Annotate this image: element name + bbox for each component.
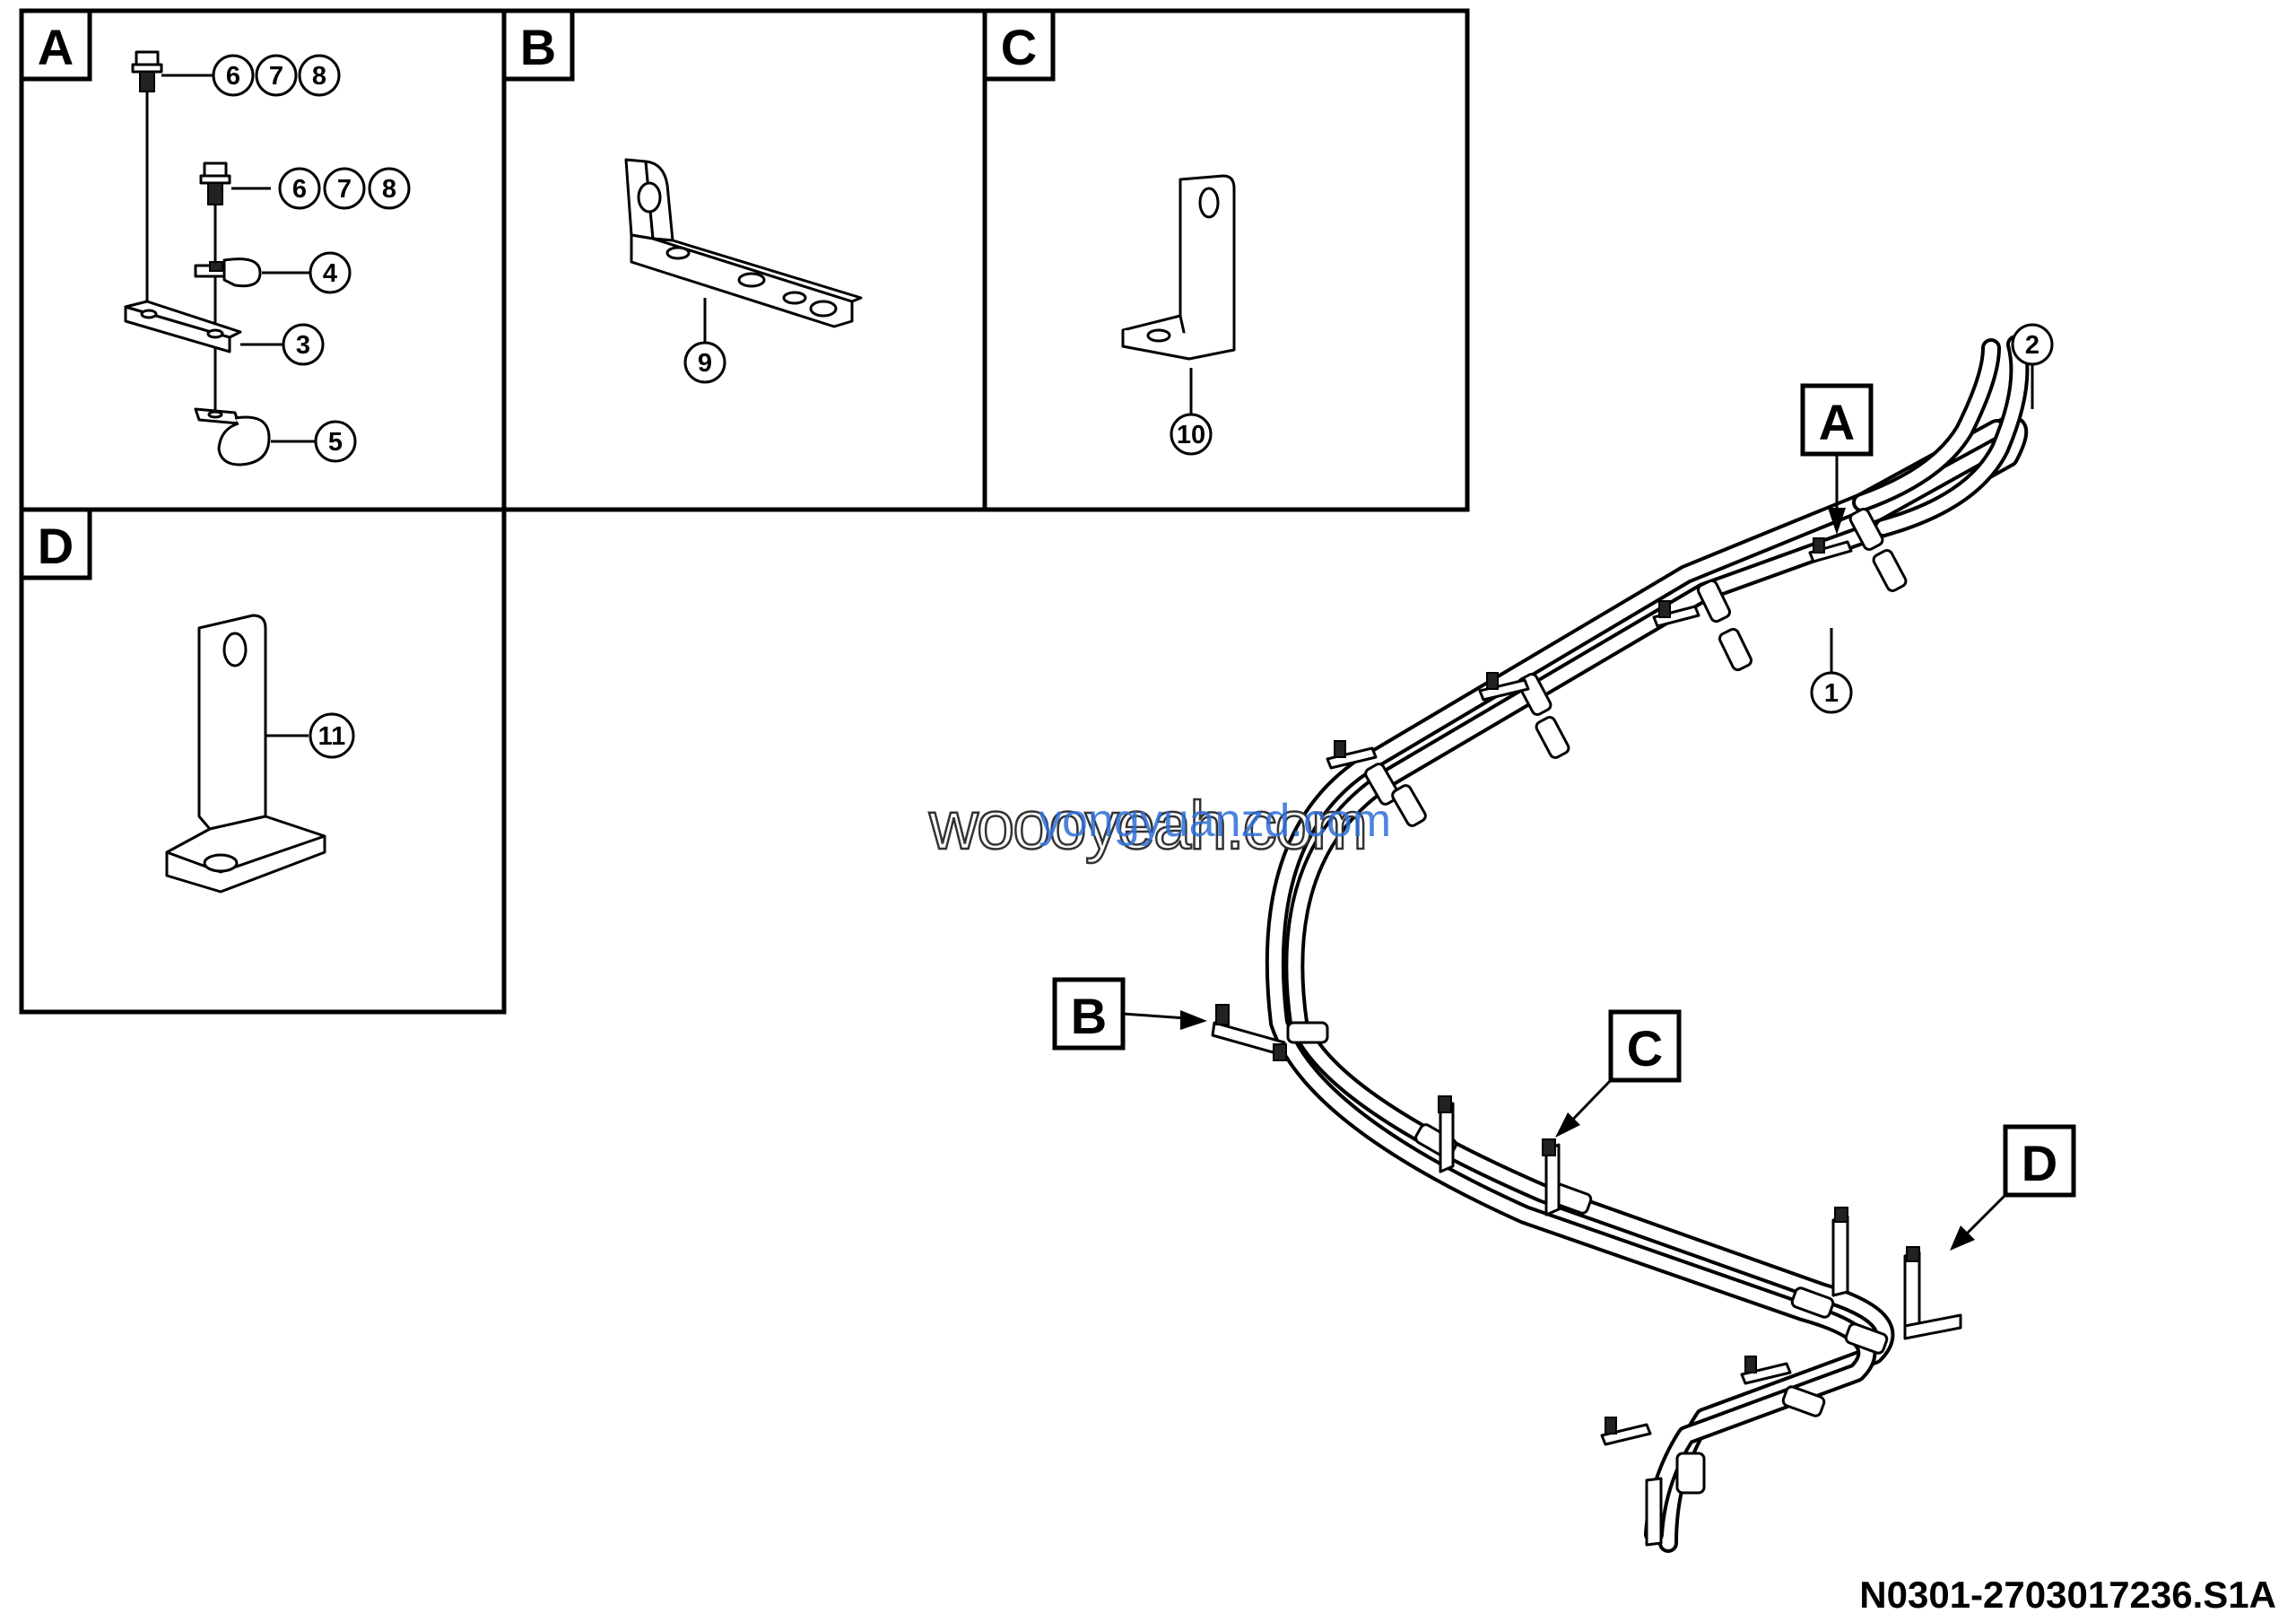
- panel-tag-c: C: [982, 8, 1056, 82]
- mount-bracket-2: [1652, 600, 1700, 628]
- assembly-tag-d: D: [1950, 1124, 2076, 1251]
- detail-top-row-frame: [19, 8, 1470, 512]
- panel-a-parts: 6 7 8 6 7 8 4: [124, 50, 411, 467]
- svg-text:10: 10: [1177, 421, 1205, 449]
- bracket-d-icon: [165, 614, 326, 894]
- detail-panels: [19, 8, 1470, 1015]
- svg-text:8: 8: [312, 62, 326, 91]
- bracket-b-icon: [624, 158, 863, 328]
- svg-text:2: 2: [2025, 331, 2039, 360]
- plate-icon: [124, 300, 242, 353]
- mount-bracket-7: [1645, 1477, 1663, 1547]
- hose-mount-brackets: [1211, 537, 1962, 1547]
- callout-bolt-upper: 6 7 8: [212, 54, 341, 97]
- bracket-c-icon: [1121, 174, 1236, 361]
- assembly-tag-b-label: B: [1071, 988, 1107, 1044]
- svg-text:7: 7: [337, 175, 352, 204]
- panel-tag-c-label: C: [1001, 19, 1037, 75]
- panel-c-parts: 10: [1121, 174, 1236, 456]
- hose-assembly: [1211, 335, 2030, 1553]
- assembly-tag-a-label: A: [1819, 394, 1855, 450]
- mount-bracket-1: [1808, 537, 1853, 563]
- mount-bracket-d2: [1903, 1246, 1962, 1340]
- panel-tag-a: A: [19, 8, 92, 82]
- document-code: N0301-2703017236.S1A: [1859, 1574, 2276, 1616]
- callout-bracket-d: 11: [309, 712, 355, 759]
- assembly-tag-c-label: C: [1627, 1020, 1663, 1077]
- callout-hose-end: 2: [2011, 323, 2054, 366]
- assembly-tag-a: A: [1800, 383, 1874, 535]
- callout-bracket-b: 9: [683, 341, 726, 384]
- mount-bracket-b: [1211, 1004, 1287, 1061]
- svg-text:8: 8: [382, 175, 396, 204]
- panel-tag-b-label: B: [520, 19, 556, 75]
- svg-text:1: 1: [1824, 679, 1839, 708]
- watermark-secondary: yongyuanzd.com: [1039, 795, 1391, 847]
- callout-plate: 3: [282, 323, 325, 366]
- svg-text:4: 4: [323, 259, 337, 288]
- bolt-lower-icon: [199, 161, 231, 205]
- mount-bracket-c2: [1542, 1138, 1561, 1216]
- svg-text:7: 7: [269, 62, 283, 91]
- svg-text:11: 11: [318, 722, 346, 751]
- assembly-tag-b: B: [1052, 977, 1207, 1051]
- mount-bracket-6: [1600, 1417, 1652, 1446]
- svg-text:6: 6: [292, 175, 307, 204]
- panel-tag-a-label: A: [38, 19, 74, 75]
- panel-d-parts: 11: [165, 614, 355, 894]
- mount-bracket-5: [1740, 1356, 1792, 1385]
- callout-bracket-c: 10: [1170, 413, 1213, 456]
- callout-hose-assembly: 1: [1810, 671, 1853, 714]
- bolt-upper-icon: [131, 50, 163, 92]
- assembly-tag-d-label: D: [2022, 1135, 2057, 1191]
- panel-tag-d: D: [19, 507, 92, 580]
- panel-b-parts: 9: [624, 158, 863, 384]
- watermark-primary: woooyeah.com: [928, 788, 1366, 864]
- svg-text:6: 6: [226, 62, 240, 91]
- panel-tag-d-label: D: [38, 518, 74, 574]
- svg-text:5: 5: [328, 428, 343, 457]
- detail-d-frame: [19, 507, 507, 1015]
- callout-clip: 4: [309, 251, 352, 294]
- assembly-tag-c: C: [1555, 1009, 1682, 1138]
- callout-bolt-lower: 6 7 8: [278, 167, 411, 210]
- panel-tag-b: B: [501, 8, 575, 82]
- mount-bracket-d1: [1831, 1207, 1849, 1297]
- hose-line-2: [1265, 419, 2006, 1544]
- clamp-icon: [194, 407, 271, 467]
- callout-clamp: 5: [314, 420, 357, 463]
- svg-text:9: 9: [698, 349, 712, 378]
- svg-text:3: 3: [296, 331, 310, 360]
- mount-bracket-4: [1326, 740, 1378, 770]
- mount-bracket-c1: [1438, 1095, 1455, 1173]
- mount-bracket-3: [1478, 672, 1530, 702]
- clip-icon: [194, 257, 262, 288]
